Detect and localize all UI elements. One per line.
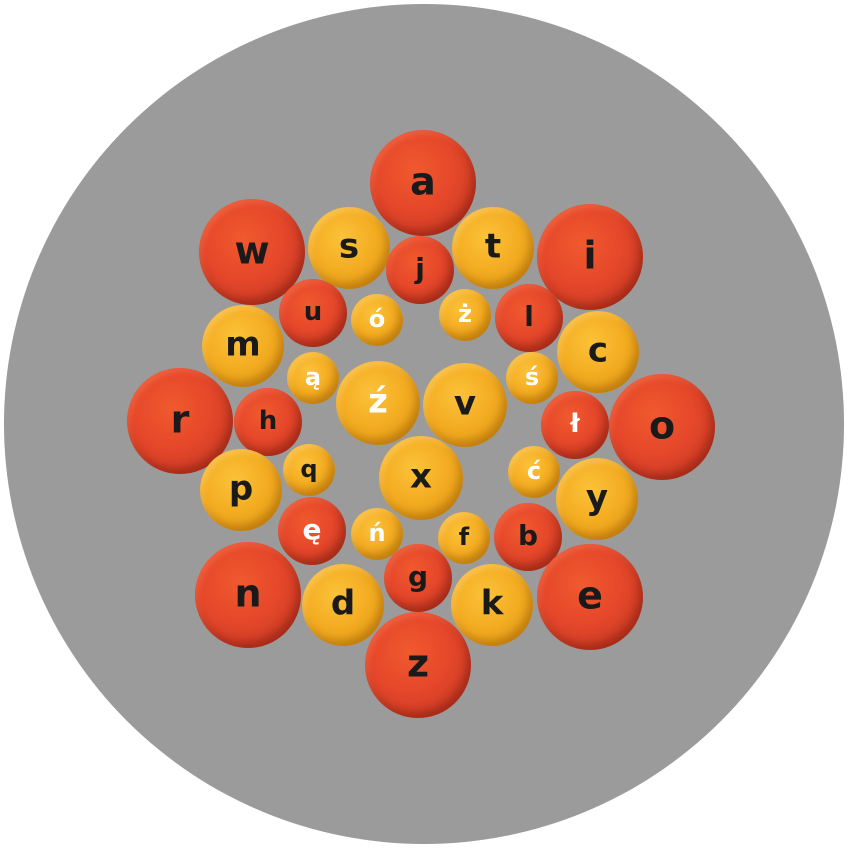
- key-m[interactable]: m: [202, 305, 284, 387]
- key-label: ż: [458, 300, 472, 329]
- key-l[interactable]: l: [495, 284, 563, 352]
- key-label: ł: [570, 408, 580, 439]
- key-a[interactable]: a: [370, 130, 476, 236]
- key-label: r: [170, 397, 190, 442]
- key-label: a: [410, 159, 436, 204]
- key-v[interactable]: v: [423, 363, 507, 447]
- key-s[interactable]: s: [308, 207, 390, 289]
- key-label: t: [484, 226, 502, 267]
- key-w[interactable]: w: [199, 199, 305, 305]
- key-k[interactable]: k: [451, 564, 533, 646]
- key-label: p: [228, 468, 254, 509]
- key-label: d: [330, 583, 356, 624]
- key-label: f: [458, 523, 470, 552]
- key-x[interactable]: x: [379, 436, 463, 520]
- key-h[interactable]: h: [234, 388, 302, 456]
- key-l-stroke[interactable]: ł: [541, 391, 609, 459]
- key-label: x: [410, 456, 432, 497]
- key-label: g: [407, 559, 429, 593]
- key-e[interactable]: e: [537, 544, 643, 650]
- key-z-acute[interactable]: ź: [336, 361, 420, 445]
- key-q[interactable]: q: [283, 444, 335, 496]
- key-label: ś: [524, 363, 540, 392]
- key-n[interactable]: n: [195, 542, 301, 648]
- key-label: k: [480, 583, 504, 624]
- key-c-acute[interactable]: ć: [508, 446, 560, 498]
- key-label: o: [648, 403, 676, 448]
- key-s-acute[interactable]: ś: [506, 352, 558, 404]
- key-label: ę: [302, 512, 322, 546]
- key-label: h: [258, 405, 278, 436]
- key-label: z: [406, 641, 430, 686]
- key-label: e: [577, 573, 603, 618]
- key-label: ź: [368, 381, 388, 422]
- key-label: y: [585, 477, 609, 518]
- key-z[interactable]: z: [365, 612, 471, 718]
- key-o-acute[interactable]: ó: [351, 294, 403, 346]
- key-label: ą: [304, 363, 322, 392]
- key-o[interactable]: o: [609, 374, 715, 480]
- key-label: ć: [526, 457, 542, 486]
- key-label: c: [587, 330, 609, 371]
- key-a-ogonek[interactable]: ą: [287, 352, 339, 404]
- key-f[interactable]: f: [438, 512, 490, 564]
- key-label: u: [303, 296, 323, 327]
- key-t[interactable]: t: [452, 207, 534, 289]
- key-u[interactable]: u: [279, 279, 347, 347]
- key-p[interactable]: p: [200, 449, 282, 531]
- key-label: w: [234, 228, 270, 273]
- key-label: s: [338, 226, 360, 267]
- key-d[interactable]: d: [302, 564, 384, 646]
- key-label: i: [583, 233, 597, 278]
- key-i[interactable]: i: [537, 204, 643, 310]
- key-label: q: [300, 455, 318, 484]
- key-label: ń: [368, 519, 386, 548]
- key-label: v: [453, 383, 477, 424]
- key-j[interactable]: j: [386, 236, 454, 304]
- key-label: j: [415, 251, 425, 285]
- key-c[interactable]: c: [557, 311, 639, 393]
- key-e-ogonek[interactable]: ę: [278, 497, 346, 565]
- key-y[interactable]: y: [556, 458, 638, 540]
- key-label: l: [524, 299, 534, 333]
- key-label: b: [517, 518, 539, 552]
- key-n-acute[interactable]: ń: [351, 508, 403, 560]
- key-z-dot[interactable]: ż: [439, 289, 491, 341]
- key-label: m: [225, 324, 261, 365]
- key-label: n: [234, 571, 262, 616]
- key-label: ó: [368, 305, 386, 334]
- key-g[interactable]: g: [384, 544, 452, 612]
